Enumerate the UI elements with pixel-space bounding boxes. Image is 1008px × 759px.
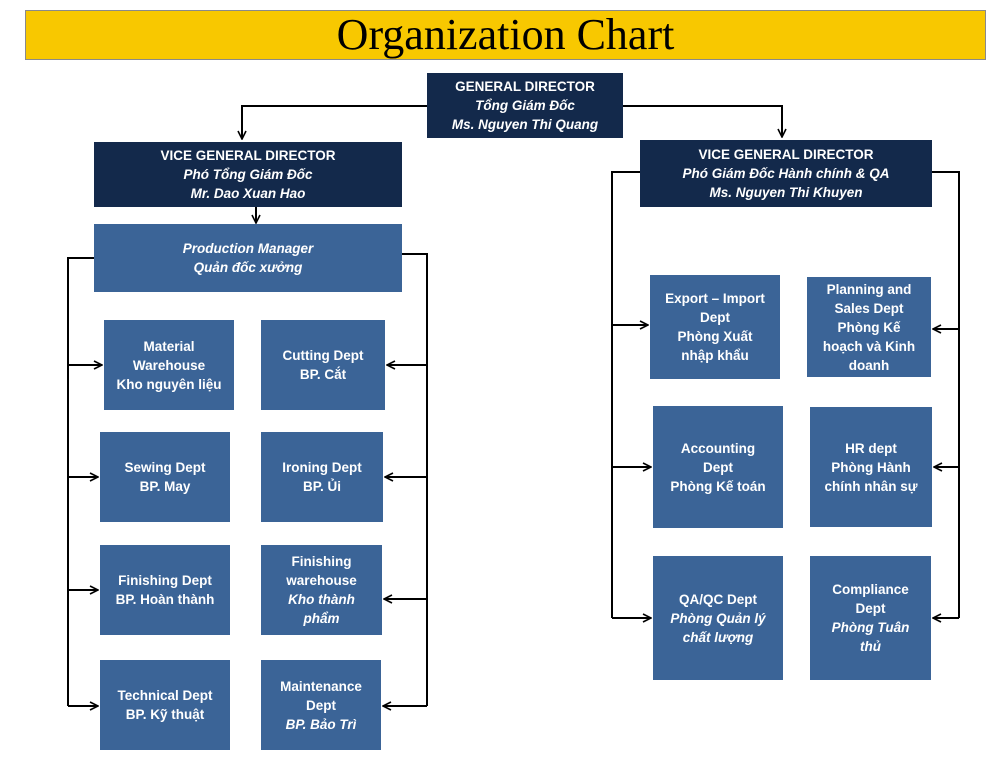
dept-label: Export – Import	[665, 291, 765, 306]
dept-label-vn: BP. Cắt	[299, 367, 347, 382]
material-warehouse-box: Material Warehouse Kho nguyên liệu	[104, 320, 234, 410]
hr-dept-box: HR dept Phòng Hành chính nhân sự	[810, 407, 932, 527]
dept-label-vn: BP. Kỹ thuật	[125, 707, 205, 722]
dept-label-vn: Phòng Hành	[831, 459, 911, 475]
production-manager-title-vn: Quản đốc xưởng	[193, 260, 303, 275]
dept-label: Finishing Dept	[118, 573, 212, 588]
ironing-dept-box: Ironing Dept BP. Ủi	[261, 432, 383, 522]
chart-title: Organization Chart	[336, 10, 675, 59]
dept-label: QA/QC Dept	[678, 591, 757, 607]
dept-label: HR dept	[845, 440, 897, 456]
dept-label-vn: thủ	[860, 639, 881, 654]
general-director-name: Ms. Nguyen Thi Quang	[451, 117, 599, 132]
chart-title-bar: Organization Chart	[25, 10, 986, 60]
finishing-warehouse-box: Finishing warehouse Kho thành phẩm	[261, 545, 382, 635]
export-import-dept-box: Export – Import Dept Phòng Xuất nhập khẩ…	[650, 275, 780, 379]
dept-label: Cutting Dept	[282, 348, 364, 363]
planning-sales-dept-box: Planning and Sales Dept Phòng Kế hoạch v…	[807, 277, 931, 377]
dept-label: Planning and	[826, 281, 912, 297]
dept-label-vn: Phòng Xuất	[677, 329, 753, 344]
accounting-dept-box: Accounting Dept Phòng Kế toán	[653, 406, 783, 528]
dept-label: Warehouse	[132, 357, 206, 373]
sewing-dept-box: Sewing Dept BP. May	[100, 432, 230, 522]
dept-label: Compliance	[832, 582, 909, 597]
dept-label: Material	[143, 338, 195, 354]
general-director-box: GENERAL DIRECTOR Tổng Giám Đốc Ms. Nguye…	[427, 73, 623, 138]
vgd-left-title: VICE GENERAL DIRECTOR	[160, 148, 336, 163]
qaqc-dept-box: QA/QC Dept Phòng Quản lý chất lượng	[653, 556, 783, 680]
dept-label: Dept	[855, 601, 886, 616]
production-manager-title: Production Manager	[182, 241, 314, 256]
dept-label-vn: chính nhân sự	[824, 478, 918, 494]
dept-label-vn: doanh	[848, 357, 890, 373]
vice-general-director-left-box: VICE GENERAL DIRECTOR Phó Tổng Giám Đốc …	[94, 142, 402, 207]
vgd-right-title-vn: Phó Giám Đốc Hành chính & QA	[682, 166, 890, 181]
dept-label-vn: BP. Bảo Trì	[285, 716, 357, 732]
finishing-dept-box: Finishing Dept BP. Hoàn thành	[100, 545, 230, 635]
compliance-dept-box: Compliance Dept Phòng Tuân thủ	[810, 556, 931, 680]
dept-label-vn: hoạch và Kinh	[822, 338, 916, 354]
dept-label: warehouse	[286, 573, 357, 588]
vgd-right-title: VICE GENERAL DIRECTOR	[698, 147, 874, 162]
dept-label-vn: Phòng Kế toán	[670, 478, 766, 494]
dept-label-vn: Phòng Tuân	[831, 620, 910, 635]
dept-label-vn: BP. May	[139, 479, 191, 494]
cutting-dept-box: Cutting Dept BP. Cắt	[261, 320, 385, 410]
dept-label-vn: Phòng Kế	[837, 319, 901, 335]
dept-label: Dept	[703, 459, 733, 475]
dept-label-vn: Kho thành	[288, 592, 355, 607]
dept-label-vn: Kho nguyên liệu	[116, 376, 222, 392]
dept-label: Finishing	[291, 554, 352, 569]
dept-label: Ironing Dept	[282, 460, 362, 475]
dept-label-vn: Phòng Quản lý	[670, 610, 766, 626]
dept-label-vn: BP. Hoàn thành	[115, 592, 215, 607]
vgd-left-title-vn: Phó Tổng Giám Đốc	[183, 167, 313, 182]
dept-label: Sewing Dept	[124, 460, 206, 475]
dept-label-vn: BP. Ủi	[302, 479, 341, 494]
production-manager-box: Production Manager Quản đốc xưởng	[94, 224, 402, 292]
maintenance-dept-box: Maintenance Dept BP. Bảo Trì	[261, 660, 381, 750]
vice-general-director-right-box: VICE GENERAL DIRECTOR Phó Giám Đốc Hành …	[640, 140, 932, 207]
dept-label: Sales Dept	[834, 300, 904, 316]
vgd-left-name: Mr. Dao Xuan Hao	[190, 186, 306, 201]
general-director-title-vn: Tổng Giám Đốc	[475, 98, 575, 113]
dept-label: Dept	[700, 310, 730, 325]
dept-label: Maintenance	[280, 678, 362, 694]
dept-label: Accounting	[680, 440, 756, 456]
dept-label-vn: nhập khẩu	[681, 348, 749, 363]
dept-label: Dept	[306, 697, 336, 713]
technical-dept-box: Technical Dept BP. Kỹ thuật	[100, 660, 230, 750]
dept-label-vn: phẩm	[303, 611, 340, 626]
vgd-right-name: Ms. Nguyen Thi Khuyen	[709, 185, 863, 200]
dept-label-vn: chất lượng	[682, 629, 754, 645]
dept-label: Technical Dept	[117, 688, 213, 703]
general-director-title: GENERAL DIRECTOR	[455, 79, 595, 94]
